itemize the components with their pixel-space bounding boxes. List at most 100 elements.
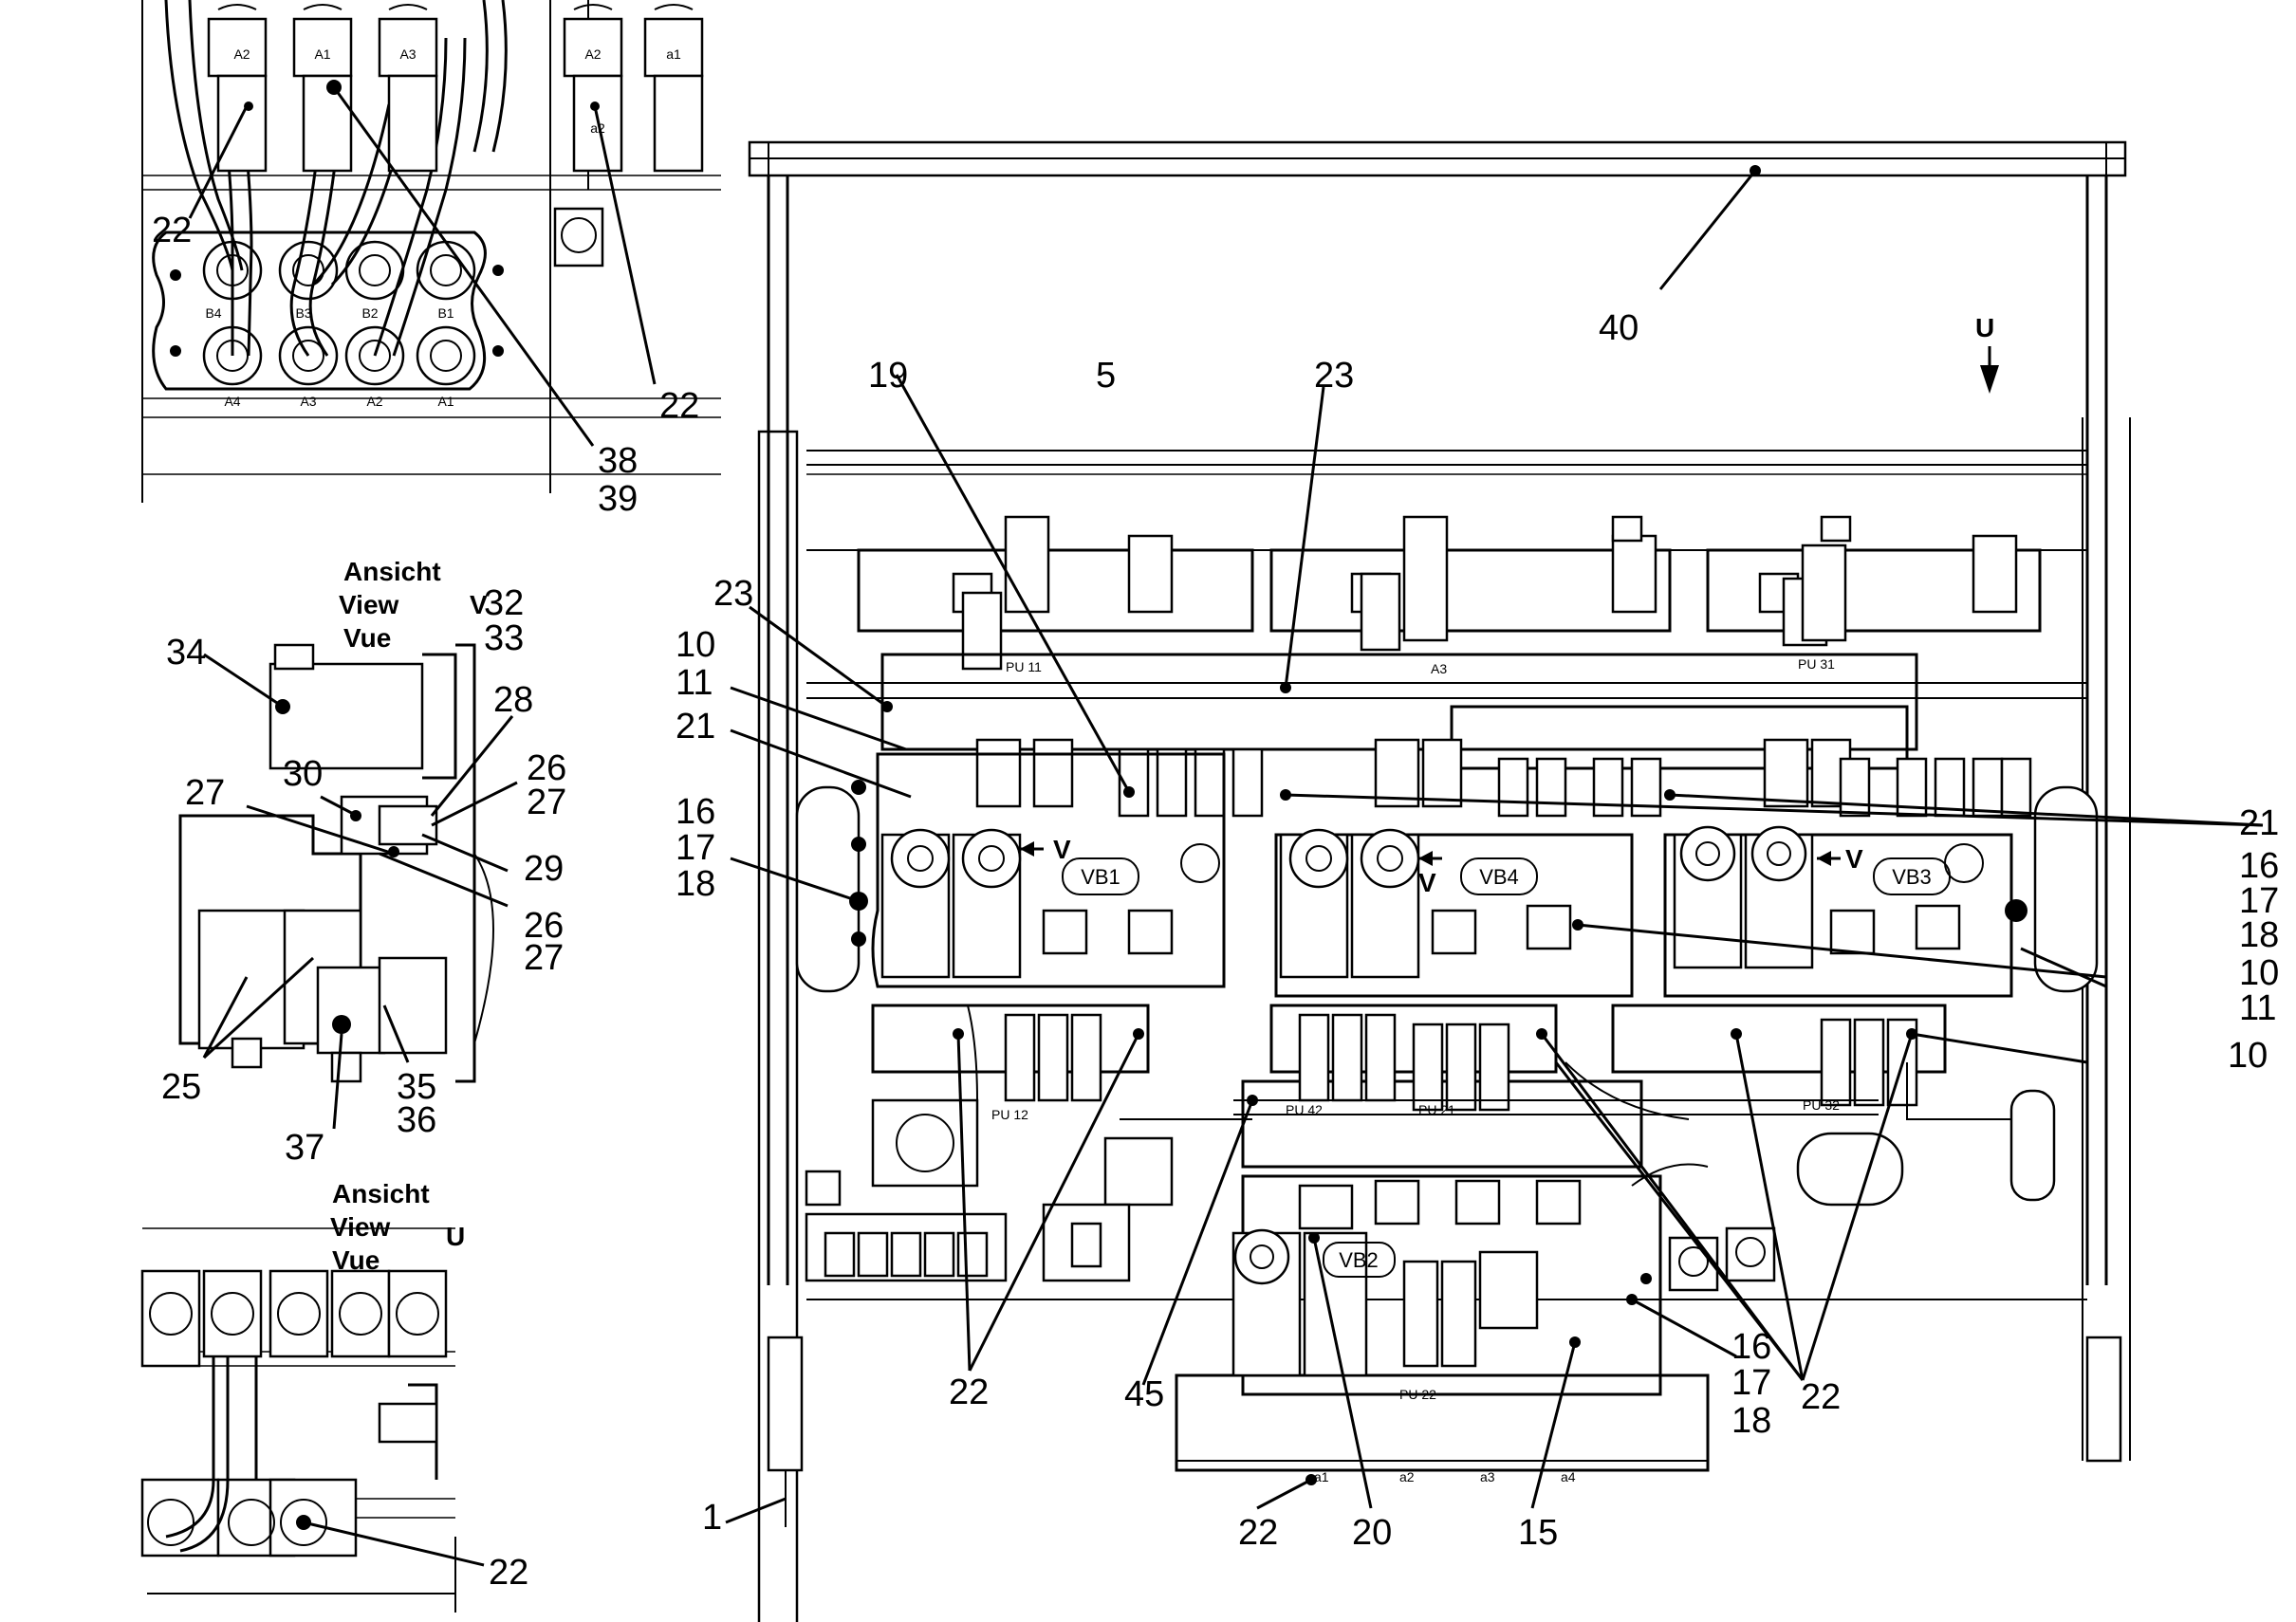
pump-label-pu22: PU 22 bbox=[1399, 1387, 1436, 1402]
callout-17: 17 bbox=[676, 828, 715, 868]
pump-label-pu32: PU 32 bbox=[1803, 1097, 1840, 1113]
callout-34: 34 bbox=[166, 633, 206, 673]
callout-23: 23 bbox=[713, 574, 753, 614]
view-u-line2: View bbox=[330, 1212, 391, 1242]
callout-26: 26 bbox=[524, 906, 564, 946]
solenoid-stacks-top bbox=[961, 515, 2018, 671]
callout-15: 15 bbox=[1518, 1513, 1558, 1553]
callout-16: 16 bbox=[1731, 1327, 1771, 1367]
callout-23: 23 bbox=[1314, 356, 1354, 396]
callout-labels: 22 22 38 39 32 33 34 28 26 27 30 27 29 2… bbox=[152, 211, 2279, 1593]
port-label: A2 bbox=[233, 46, 250, 62]
callout-20: 20 bbox=[1352, 1513, 1392, 1553]
callout-11: 11 bbox=[676, 663, 713, 703]
port-label: A2 bbox=[366, 394, 382, 409]
port-label: A4 bbox=[224, 394, 240, 409]
callout-10: 10 bbox=[2239, 953, 2279, 993]
callout-22: 22 bbox=[1238, 1513, 1278, 1553]
view-u-letter: U bbox=[446, 1222, 465, 1251]
flange-row-bottom bbox=[202, 325, 476, 386]
callout-26: 26 bbox=[527, 748, 566, 788]
port-label: B2 bbox=[361, 305, 378, 321]
port-label: A3 bbox=[300, 394, 316, 409]
callout-27: 27 bbox=[527, 783, 566, 822]
callout-22: 22 bbox=[489, 1553, 528, 1593]
port-label: a1 bbox=[666, 46, 681, 62]
callout-22: 22 bbox=[659, 386, 699, 426]
port-label: A1 bbox=[437, 394, 454, 409]
callout-38: 38 bbox=[598, 441, 638, 481]
callout-10: 10 bbox=[676, 625, 715, 665]
callout-39: 39 bbox=[598, 479, 638, 519]
callout-18: 18 bbox=[1731, 1401, 1771, 1441]
pump-label-pu-4: A3 bbox=[1431, 661, 1447, 676]
callout-37: 37 bbox=[285, 1128, 324, 1168]
view-u-line1: Ansicht bbox=[332, 1179, 430, 1208]
arrow-u: U bbox=[1975, 313, 1994, 342]
pump-label-pu31: PU 31 bbox=[1798, 656, 1835, 672]
callout-30: 30 bbox=[283, 754, 323, 794]
callout-11: 11 bbox=[2239, 988, 2276, 1028]
port-label-a3: a3 bbox=[1480, 1469, 1495, 1484]
port-label: A1 bbox=[314, 46, 330, 62]
left-lower-bank bbox=[805, 1170, 1131, 1282]
port-label: B4 bbox=[205, 305, 221, 321]
callout-27: 27 bbox=[524, 938, 564, 978]
callout-22: 22 bbox=[949, 1373, 989, 1412]
pump-label-pu42: PU 42 bbox=[1286, 1102, 1323, 1117]
port-label: A3 bbox=[399, 46, 416, 62]
arrow-v-2: V bbox=[1418, 868, 1436, 897]
port-label-a1: a1 bbox=[1314, 1469, 1329, 1484]
callout-25: 25 bbox=[161, 1067, 201, 1107]
callout-33: 33 bbox=[484, 618, 524, 658]
port-label: B1 bbox=[437, 305, 454, 321]
pump-label-pu12: PU 12 bbox=[991, 1107, 1028, 1122]
block-label-vb1: VB1 bbox=[1081, 865, 1120, 889]
pump-label-pu11: PU 11 bbox=[1006, 659, 1042, 674]
inset-view-u: Ansicht View Vue U bbox=[140, 1179, 485, 1613]
callout-21: 21 bbox=[676, 707, 715, 746]
callout-22: 22 bbox=[1801, 1377, 1841, 1417]
callout-18: 18 bbox=[2239, 915, 2279, 955]
main-assembly: VB1 VB4 VB3 V V V U bbox=[725, 140, 2264, 1622]
callout-36: 36 bbox=[397, 1100, 436, 1140]
view-v-line3: Vue bbox=[343, 623, 391, 653]
callout-16: 16 bbox=[2239, 846, 2279, 886]
callout-18: 18 bbox=[676, 864, 715, 904]
block-label-vb4: VB4 bbox=[1479, 865, 1519, 889]
accumulators bbox=[795, 780, 2099, 1207]
callout-22: 22 bbox=[152, 211, 192, 250]
callout-1: 1 bbox=[702, 1498, 722, 1538]
cartridge-row bbox=[975, 738, 2032, 818]
callout-45: 45 bbox=[1124, 1374, 1164, 1414]
callout-40: 40 bbox=[1599, 308, 1639, 348]
top-modules bbox=[207, 4, 704, 173]
callout-17: 17 bbox=[1731, 1363, 1771, 1403]
arrow-v-1: V bbox=[1053, 835, 1071, 864]
callout-5: 5 bbox=[1096, 356, 1116, 396]
callout-28: 28 bbox=[493, 680, 533, 720]
block-coils bbox=[1042, 843, 1984, 955]
inset-view-v: Ansicht View Vue V bbox=[178, 557, 518, 1130]
port-label: B3 bbox=[295, 305, 311, 321]
port-label: A2 bbox=[584, 46, 601, 62]
port-label-a4: a4 bbox=[1561, 1469, 1576, 1484]
block-label-vb3: VB3 bbox=[1892, 865, 1932, 889]
callout-35: 35 bbox=[397, 1067, 436, 1107]
callout-16: 16 bbox=[676, 792, 715, 832]
callout-19: 19 bbox=[868, 356, 908, 396]
callout-10: 10 bbox=[2228, 1036, 2268, 1076]
inset-top-left: A2 A1 A3 A2 a1 A4 A3 A2 A1 B4 B3 B2 B1 a… bbox=[141, 0, 721, 503]
pump-label-pu21: PU 21 bbox=[1418, 1102, 1455, 1117]
callout-32: 32 bbox=[484, 583, 524, 623]
callout-21: 21 bbox=[2239, 803, 2279, 843]
filter-housings bbox=[880, 825, 1814, 979]
callout-27: 27 bbox=[185, 773, 225, 813]
block-label-vb2: VB2 bbox=[1339, 1248, 1379, 1272]
view-v-letter: V bbox=[470, 590, 488, 619]
view-v-line1: Ansicht bbox=[343, 557, 441, 586]
callout-17: 17 bbox=[2239, 881, 2279, 921]
view-v-line2: View bbox=[339, 590, 399, 619]
callout-29: 29 bbox=[524, 849, 564, 889]
